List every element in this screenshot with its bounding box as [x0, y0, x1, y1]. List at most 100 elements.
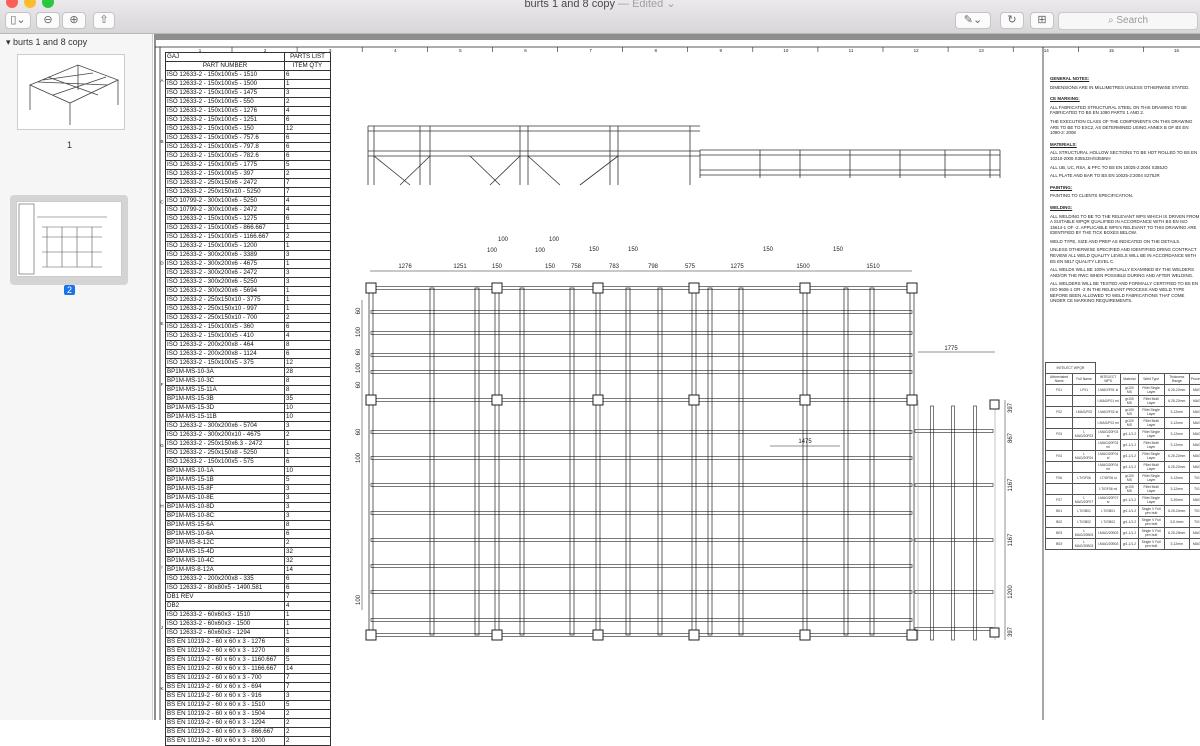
- wpqr-cell: gr1.1/1.2: [1121, 440, 1138, 451]
- wpqr-cell: F01: [1046, 385, 1073, 396]
- wpqr-cell: Fillet Single Layer: [1138, 429, 1164, 440]
- ruler-col-label: 13: [979, 48, 985, 53]
- wpqr-cell: Fillet Multi Layer: [1138, 440, 1164, 451]
- item-qty: 1: [285, 620, 331, 629]
- ruler-col-label: 15: [1109, 48, 1115, 53]
- plan-beam: [371, 512, 912, 515]
- part-number: ISO 12633-2 - 150x100x5 - 1510: [166, 71, 285, 80]
- plan-beam: [371, 539, 912, 542]
- item-qty: 7: [285, 683, 331, 692]
- plan-post-square: [366, 395, 376, 405]
- note-heading: MATERIALS:: [1050, 142, 1200, 148]
- part-number: ISO 12633-2 - 150x100x5 - 550: [166, 98, 285, 107]
- plan-beam: [371, 311, 912, 314]
- part-number: ISO 12633-2 - 150x100x5 - 150: [166, 125, 285, 134]
- part-number: ISO 12633-2 - 250x150x6 - 2472: [166, 179, 285, 188]
- wpqr-header: Thickness Range: [1164, 374, 1189, 385]
- part-number: DB2: [166, 602, 285, 611]
- note-text: UNLESS OTHERWISE SPECIFIED AND IDENTIFIE…: [1050, 247, 1200, 264]
- part-number: ISO 12633-2 - 150x100x5 - 1275: [166, 215, 285, 224]
- part-number: BS EN 10219-2 - 60 x 60 x 3 - 1276: [166, 638, 285, 647]
- item-qty: 2: [285, 737, 331, 746]
- part-number: BP1M-MS-15-11B: [166, 413, 285, 422]
- ruler-row-label: H: [160, 504, 163, 509]
- item-qty: 5: [285, 476, 331, 485]
- wpqr-cell: gr100 MS: [1121, 473, 1138, 484]
- wpqr-cell: gr1.1/1.2: [1121, 539, 1138, 550]
- item-qty: 4: [285, 107, 331, 116]
- plan-beam: [371, 371, 912, 374]
- plan-column-member: [495, 288, 499, 635]
- item-qty: 1: [285, 440, 331, 449]
- wpqr-cell: 3-12mm: [1164, 473, 1189, 484]
- wpqr-cell: Fillet Single Layer: [1138, 407, 1164, 418]
- ruler-row-label: B: [160, 139, 163, 144]
- item-qty: 5: [285, 656, 331, 665]
- plan-column-member: [708, 288, 712, 635]
- wpqr-cell: F02: [1046, 407, 1073, 418]
- part-number: ISO 12633-2 - 60x60x3 - 1294: [166, 629, 285, 638]
- note-text: WELD TYPE, SIZE AND PREP AS INDICATED ON…: [1050, 239, 1200, 245]
- item-qty: 5: [285, 638, 331, 647]
- wpqr-cell: [1046, 462, 1073, 473]
- item-qty: 1: [285, 305, 331, 314]
- plan-column-member: [692, 288, 696, 635]
- wpqr-cell: 3-12mm: [1164, 407, 1189, 418]
- plan-beam: [371, 565, 912, 568]
- wpqr-cell: gr1.1/1.2: [1121, 528, 1138, 539]
- wpqr-cell: Fillet Single Layer: [1138, 495, 1164, 506]
- item-qty: 1: [285, 80, 331, 89]
- wpqr-cell: Single V Full pen butt: [1138, 539, 1164, 550]
- item-qty: 2: [285, 728, 331, 737]
- wpqr-cell: gr1.1/1.2: [1121, 462, 1138, 473]
- note-heading: GENERAL NOTES:: [1050, 76, 1200, 82]
- wpqr-cell: MAG: [1189, 451, 1200, 462]
- wpqr-cell: I-F01: [1073, 385, 1096, 396]
- ruler-col-label: 6: [524, 48, 527, 53]
- wpqr-cell: Single V Full pen butt: [1138, 528, 1164, 539]
- wpqr-cell: [1046, 418, 1073, 429]
- part-number: ISO 12633-2 - 150x100x5 - 1251: [166, 116, 285, 125]
- item-qty: 12: [285, 125, 331, 134]
- part-number: ISO 12633-2 - 150x100x5 - 1475: [166, 89, 285, 98]
- elevation-brace: [580, 156, 618, 185]
- item-qty: 1: [285, 611, 331, 620]
- wpqr-cell: 6.25-22mm: [1164, 385, 1189, 396]
- item-qty: 8: [285, 386, 331, 395]
- item-qty: 1: [285, 224, 331, 233]
- wpqr-cell: F06: [1046, 473, 1073, 484]
- dimension-label-top: 758: [571, 264, 582, 270]
- part-number: BP1M-MS-10-3A: [166, 368, 285, 377]
- dimension-label-top: 100: [535, 248, 546, 254]
- plan-beam: [371, 287, 912, 290]
- wpqr-header: INTELECT WPS: [1095, 374, 1120, 385]
- wpqr-cell: MAG: [1189, 539, 1200, 550]
- wpqr-cell: Fillet Single Layer: [1138, 385, 1164, 396]
- wpqr-cell: 6.25-24mm: [1164, 506, 1189, 517]
- plan-post-square: [492, 395, 502, 405]
- ruler-col-label: 5: [459, 48, 462, 53]
- wpqr-cell: I-MAG/20F04 ml: [1095, 462, 1120, 473]
- part-number: BP1M-MS-15-8F: [166, 485, 285, 494]
- wpqr-cell: MAG: [1189, 462, 1200, 473]
- part-number: BP1M-MS-10-3C: [166, 377, 285, 386]
- parts-list-code: GAJ: [166, 53, 285, 62]
- item-qty: 1: [285, 296, 331, 305]
